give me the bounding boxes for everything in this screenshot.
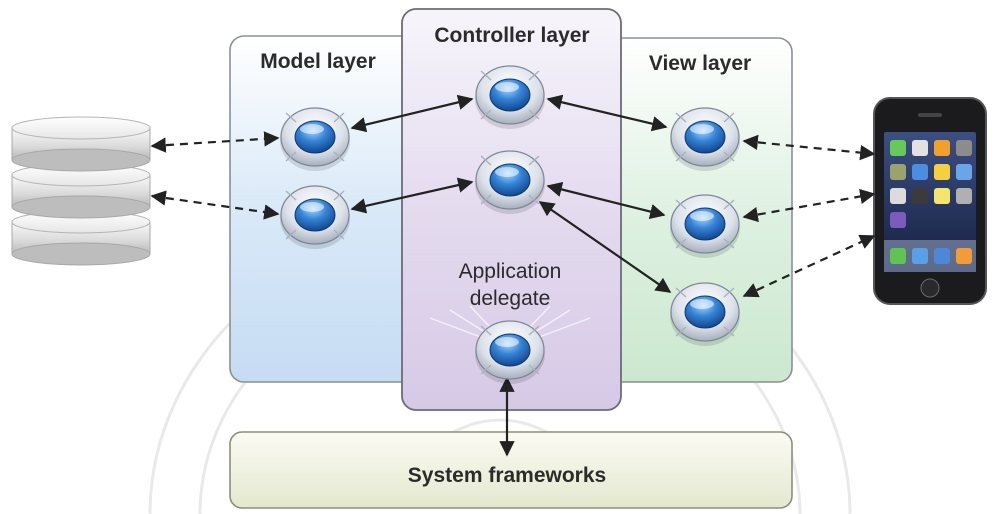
model-node-1 — [280, 107, 350, 171]
controller-node-1 — [475, 65, 545, 129]
smartphone-icon — [873, 97, 987, 305]
controller-view-link-1 — [546, 94, 668, 132]
controller-view-link-3 — [538, 201, 672, 293]
model-controller-link-2 — [350, 177, 474, 214]
model-layer-label: Model layer — [260, 50, 376, 73]
controller-node-2 — [475, 150, 545, 214]
view-layer-label: View layer — [649, 52, 751, 75]
app-delegate-label-line1: Application — [459, 260, 562, 283]
view-node-2 — [670, 194, 740, 258]
db-model-link-1 — [150, 131, 280, 153]
object-nodes — [280, 65, 740, 384]
app-delegate-label-line2: delegate — [470, 287, 551, 310]
model-controller-link-1 — [350, 94, 474, 133]
connections — [150, 94, 876, 457]
database-stack-icon — [11, 116, 151, 266]
db-model-link-2 — [150, 190, 280, 220]
view-phone-link-3 — [742, 234, 876, 298]
view-phone-link-1 — [742, 134, 876, 161]
controller-layer-label: Controller layer — [434, 24, 589, 47]
system-frameworks-label: System frameworks — [408, 464, 606, 487]
model-node-2 — [280, 185, 350, 249]
view-node-1 — [670, 107, 740, 171]
view-node-3 — [670, 282, 740, 346]
app-delegate-node — [475, 320, 545, 384]
